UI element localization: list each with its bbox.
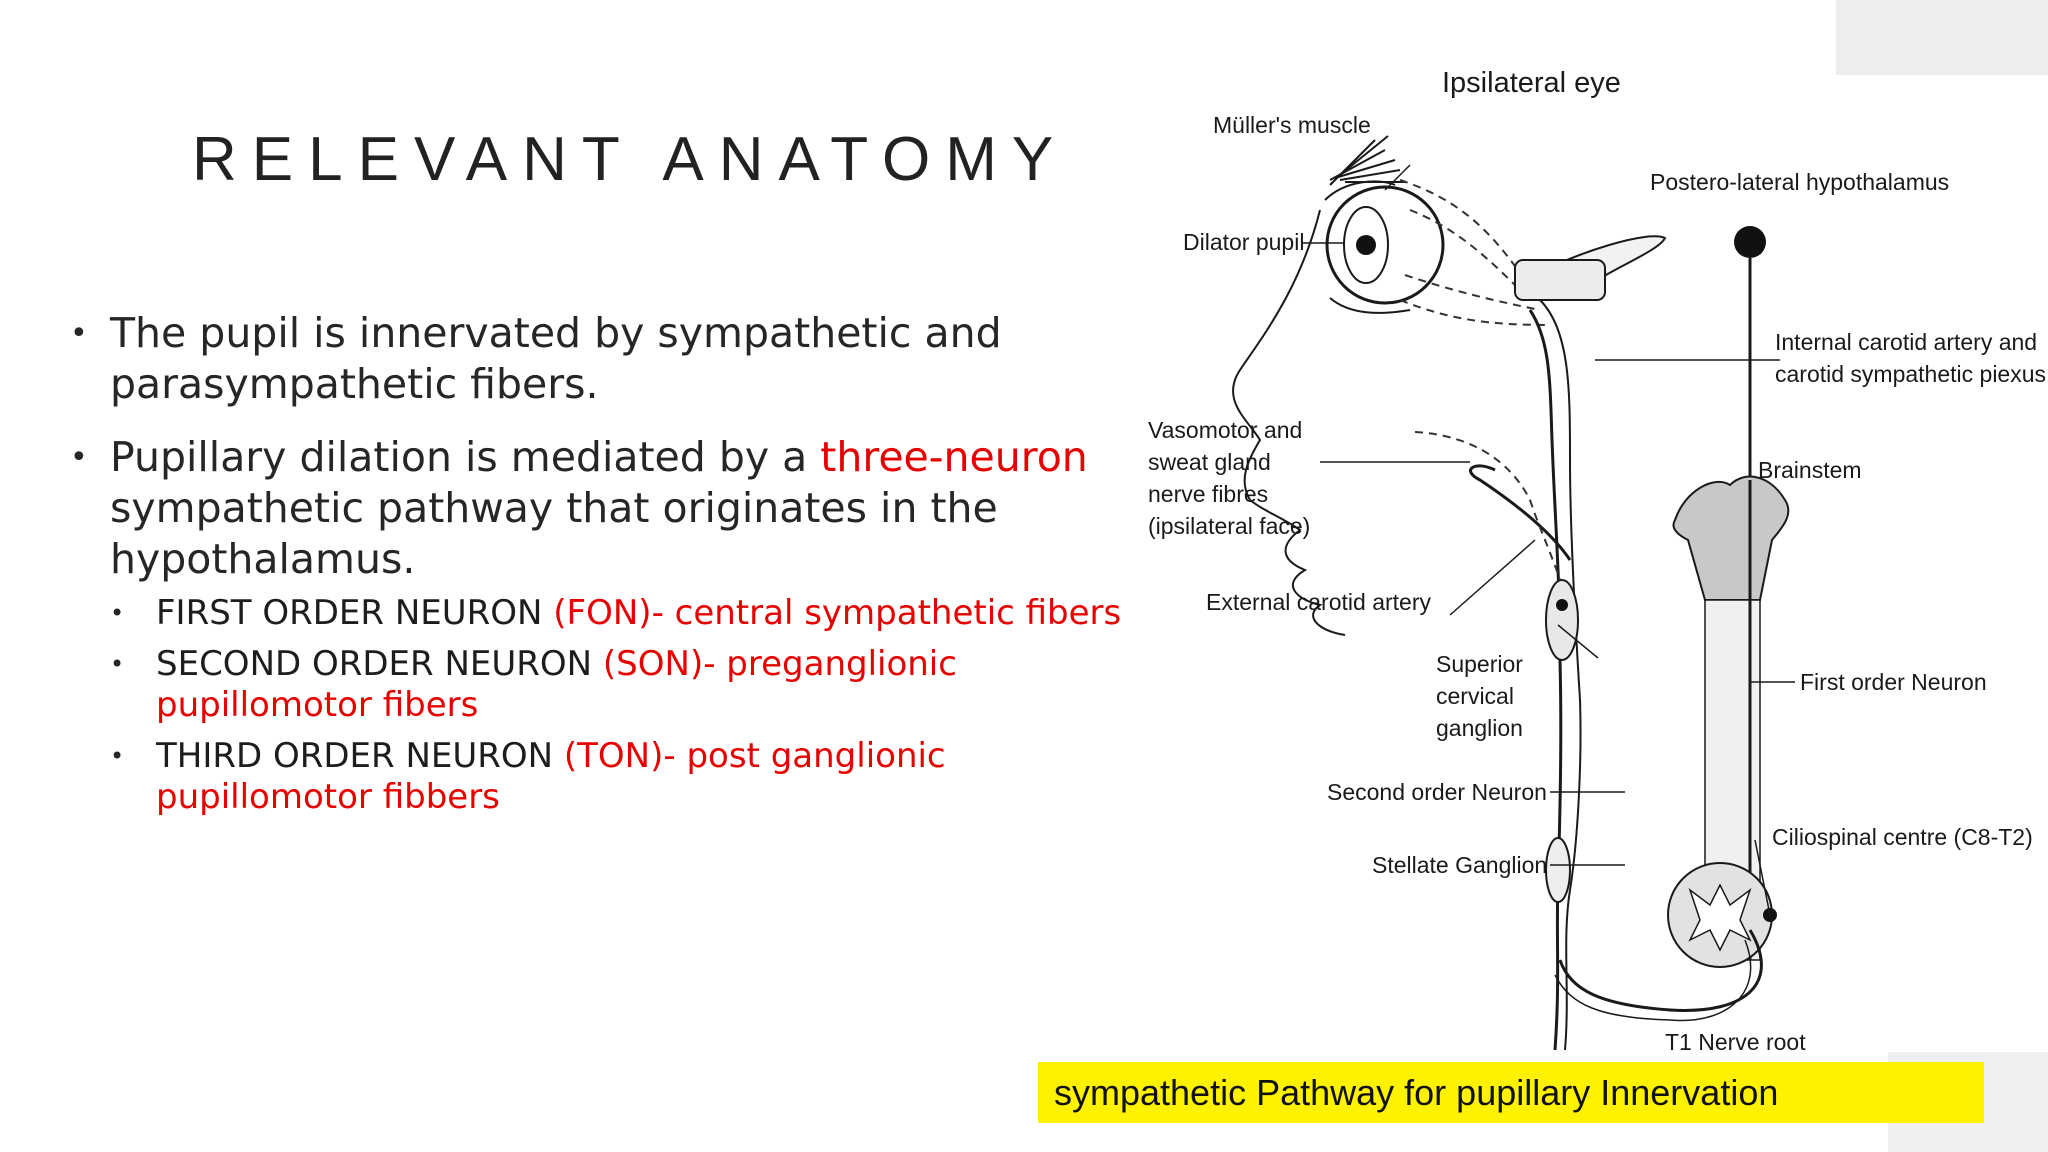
label-t1-nerve-root: T1 Nerve root (1665, 1029, 1806, 1055)
bullet-text: sympathetic pathway that originates in t… (110, 484, 998, 583)
sympathetic-trunk (1528, 309, 1563, 1051)
label-ipsilateral-eye: Ipsilateral eye (1442, 67, 1621, 99)
label-ciliospinal-centre: Ciliospinal centre (C8-T2) (1772, 824, 2033, 850)
sub-bullet-list: FIRST ORDER NEURON (FON)- central sympat… (110, 593, 1121, 818)
bullet-text: Pupillary dilation is mediated by a (110, 433, 821, 481)
neuron-description: (TON)- post ganglionic pupillomotor fibb… (156, 736, 946, 817)
bullet-highlight: three-neuron (820, 433, 1088, 481)
t1-nerve-root-outline (1554, 939, 1752, 1022)
sub-bullet-item: FIRST ORDER NEURON (FON)- central sympat… (110, 593, 1136, 634)
label-dilator-pupil: Dilator pupil (1183, 229, 1304, 255)
label-superior-2: cervical (1436, 683, 1514, 709)
neuron-label: FIRST ORDER NEURON (156, 593, 554, 633)
bullet-text: The pupil is innervated by sympathetic a… (110, 309, 1002, 408)
t1-nerve-root (1558, 929, 1763, 1012)
upper-eyelid (1324, 180, 1396, 201)
label-external-carotid: External carotid artery (1206, 589, 1431, 615)
neuron-label: THIRD ORDER NEURON (156, 736, 564, 776)
grey-matter (1688, 883, 1752, 952)
label-superior-3: ganglion (1436, 715, 1523, 741)
sympathetic-pathway-diagram: Ipsilateral eye Müller's muscle Dilator … (1148, 67, 2046, 1055)
label-brainstem: Brainstem (1758, 457, 1862, 483)
sub-bullet-item: THIRD ORDER NEURON (TON)- post ganglioni… (110, 736, 1136, 818)
leader-lines (1302, 164, 1795, 916)
bullet-list: The pupil is innervated by sympathetic a… (70, 308, 1121, 840)
superior-cervical-ganglion (1545, 579, 1579, 661)
label-internal-carotid-2: carotid sympathetic piexus (1775, 361, 2046, 387)
brainstem-shape (1672, 475, 1790, 601)
diagram-caption: sympathetic Pathway for pupillary Innerv… (1054, 1072, 1779, 1113)
carotid-artery (1539, 299, 1582, 1051)
iris (1343, 206, 1389, 284)
label-vasomotor-2: sweat gland (1148, 449, 1271, 475)
label-internal-carotid-1: Internal carotid artery and (1775, 329, 2037, 355)
label-superior-1: Superior (1436, 651, 1523, 677)
label-vasomotor-3: nerve fibres (1148, 481, 1268, 507)
label-postero-lateral-hypothalamus: Postero-lateral hypothalamus (1650, 169, 1949, 195)
label-vasomotor-4: (ipsilateral face) (1148, 513, 1310, 539)
carotid-siphon (1514, 259, 1606, 301)
bullet-item: Pupillary dilation is mediated by a thre… (70, 432, 1121, 818)
neuron-description: (SON)- preganglionic pupillomotor fibers (156, 644, 957, 725)
label-stellate-ganglion: Stellate Ganglion (1372, 852, 1547, 878)
vasomotor-dashed-fibers (1414, 431, 1561, 581)
label-muller-muscle: Müller's muscle (1213, 112, 1371, 138)
corner-decoration (1836, 0, 2048, 75)
eyeball (1325, 185, 1445, 305)
hypothalamus-dot (1734, 226, 1766, 258)
bullet-item: The pupil is innervated by sympathetic a… (70, 308, 1120, 410)
neuron-label: SECOND ORDER NEURON (156, 644, 603, 684)
label-vasomotor-1: Vasomotor and (1148, 417, 1302, 443)
stellate-ganglion (1545, 837, 1571, 903)
neuron-description: (FON)- central sympathetic fibers (553, 593, 1122, 633)
label-second-order-neuron: Second order Neuron (1327, 779, 1547, 805)
caption-box: sympathetic Pathway for pupillary Innerv… (1038, 1062, 1984, 1123)
face-profile (1232, 209, 1346, 636)
pupil (1356, 235, 1376, 255)
sub-bullet-item: SECOND ORDER NEURON (SON)- preganglionic… (110, 644, 1136, 726)
eyelashes (1329, 135, 1405, 186)
label-first-order-neuron: First order Neuron (1800, 669, 1987, 695)
external-carotid-branch (1469, 464, 1572, 561)
ganglion-dot (1556, 599, 1568, 611)
slide-title: RELEVANT ANATOMY (192, 125, 1069, 194)
lower-eyelid (1329, 297, 1411, 314)
